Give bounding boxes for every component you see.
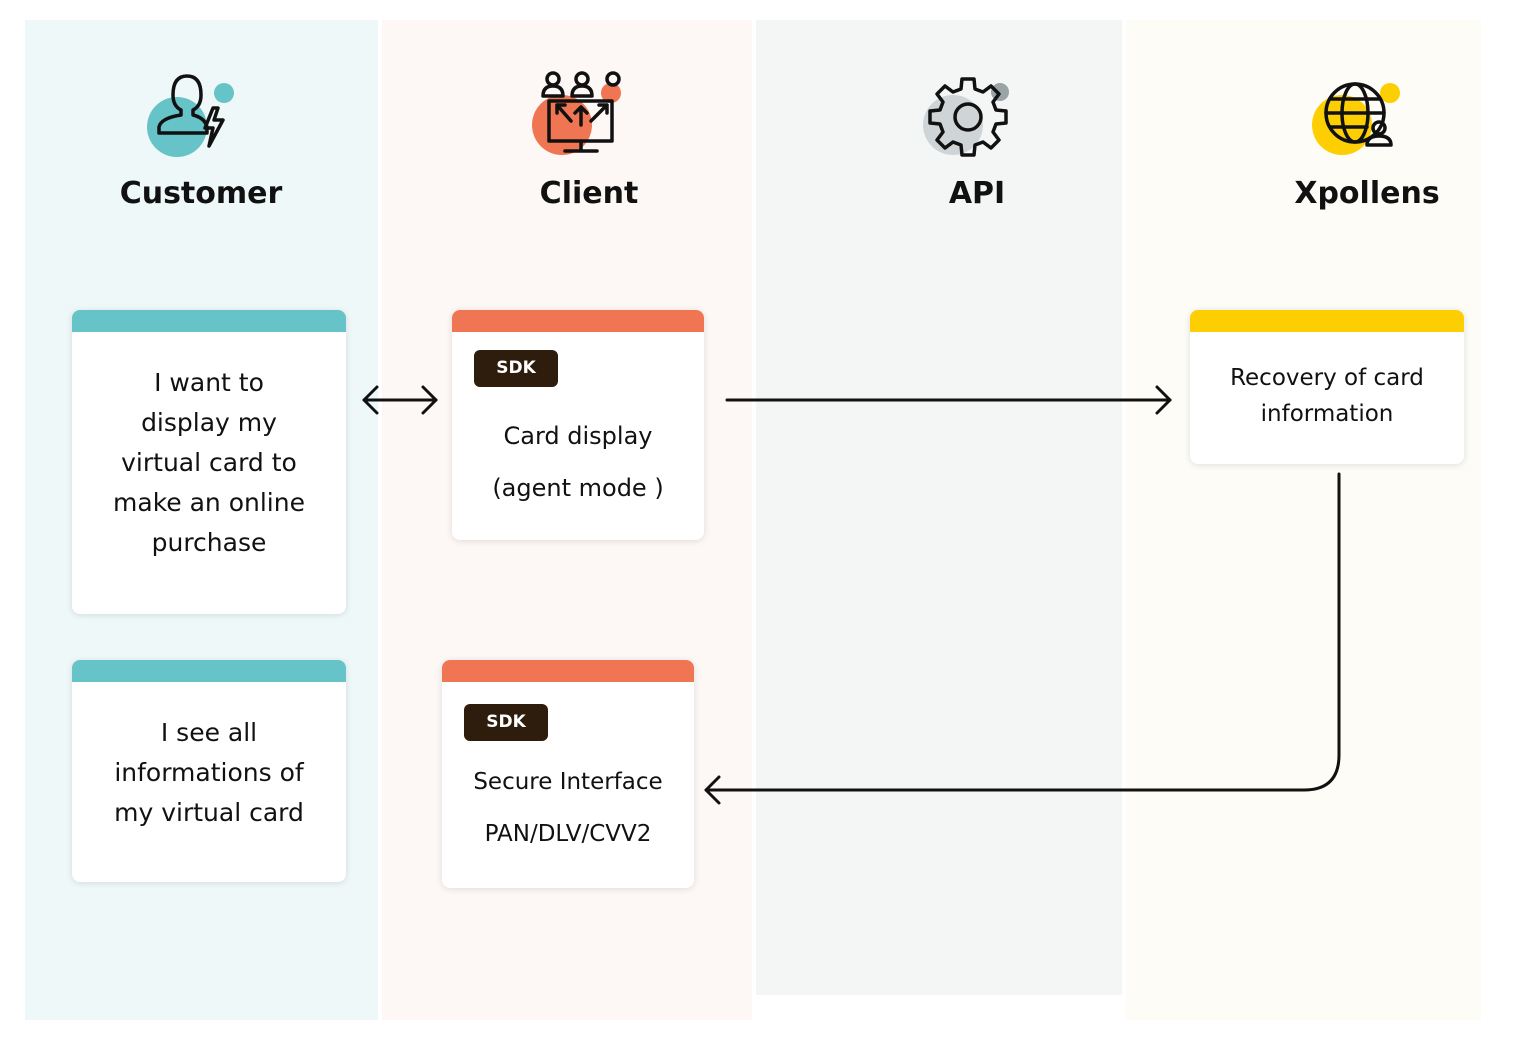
card-header-bar — [72, 310, 346, 332]
card-header-bar — [452, 310, 704, 332]
users-monitor-icon — [531, 67, 631, 167]
card-customer-view-info: I see all informations of my virtual car… — [72, 660, 346, 882]
lane-title-client: Client — [539, 176, 639, 211]
card-text: I want to display my virtual card to mak… — [113, 368, 305, 557]
card-header-bar — [1190, 310, 1464, 332]
card-xpollens-recovery: Recovery of card information — [1190, 310, 1464, 464]
arrow-xpollens-to-client — [704, 472, 1341, 805]
lane-title-api: API — [948, 176, 1006, 211]
card-customer-display-request: I want to display my virtual card to mak… — [72, 310, 346, 614]
gear-icon — [917, 72, 1017, 172]
card-text: I see all informations of my virtual car… — [114, 718, 304, 827]
card-client-secure-interface: SDK Secure Interface PAN/DLV/CVV2 — [442, 660, 694, 888]
arrow-client-to-xpollens — [725, 385, 1172, 415]
card-text: Secure Interface PAN/DLV/CVV2 — [473, 769, 663, 847]
card-client-card-display: SDK Card display (agent mode ) — [452, 310, 704, 540]
card-header-bar — [442, 660, 694, 682]
lane-xpollens — [1126, 20, 1481, 1020]
sdk-badge: SDK — [474, 350, 558, 387]
customer-bolt-icon — [143, 70, 243, 170]
globe-person-icon — [1307, 73, 1407, 173]
lane-api — [756, 20, 1122, 995]
lane-title-xpollens: Xpollens — [1294, 176, 1440, 211]
lane-title-customer: Customer — [119, 176, 283, 211]
bidirectional-arrow — [362, 385, 438, 415]
card-text: Recovery of card information — [1230, 365, 1424, 427]
sdk-badge: SDK — [464, 704, 548, 741]
card-header-bar — [72, 660, 346, 682]
card-text: Card display (agent mode ) — [492, 422, 664, 502]
